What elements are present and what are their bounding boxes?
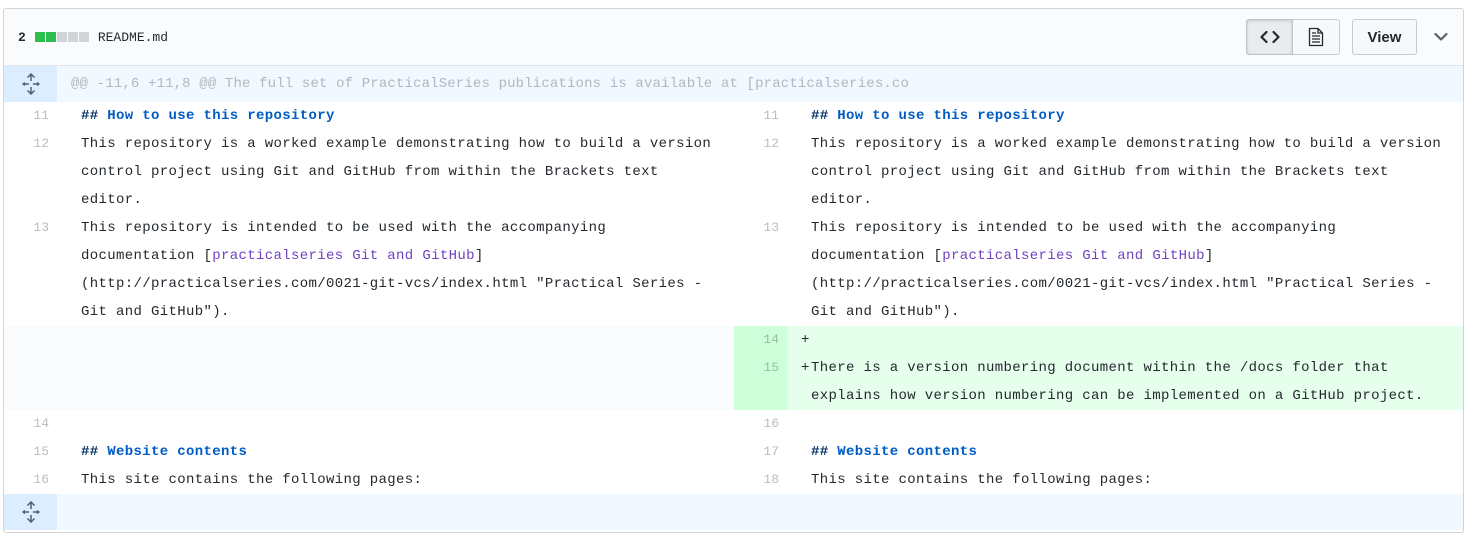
heading-text: Website contents [828,444,978,460]
diff-line: 17 ## Website contents [734,438,1463,466]
code-line: ## Website contents [57,438,734,466]
code-line [57,410,734,438]
view-toggle [1246,19,1340,55]
diff-line: 14 [4,410,734,438]
code-line: This repository is intended to be used w… [787,214,1463,326]
link-suffix-text: ](http://practicalseries.com/0021-git-vc… [81,248,712,320]
line-number[interactable]: 13 [33,220,49,235]
heading-text: Website contents [98,444,248,460]
line-number[interactable]: 18 [763,472,779,487]
code-line: ## How to use this repository [787,102,1463,130]
file-name[interactable]: README.md [97,29,169,45]
diff-line: 11 ## How to use this repository [4,102,734,130]
diff-line: 18 This site contains the following pages… [734,466,1463,494]
diff-line: 15 ## Website contents [4,438,734,466]
markdown-heading: ## How to use this repository [811,108,1065,124]
file-header: 2 README.md View [4,9,1463,66]
expand-icon [21,501,40,523]
diff-line: 15+There is a version numbering document… [734,354,1463,410]
markdown-link-text: practicalseries Git and GitHub [942,248,1205,264]
file-icon [1308,27,1324,47]
rich-diff-button[interactable] [1293,19,1340,55]
code-line [57,326,734,410]
heading-marker: ## [81,108,99,124]
diff-line: 12 This repository is a worked example de… [4,130,734,214]
line-number[interactable]: 13 [763,220,779,235]
heading-marker: ## [811,444,829,460]
code-line: This repository is a worked example demo… [787,130,1463,214]
line-number[interactable]: 15 [33,444,49,459]
link-prefix-text: This repository is intended to be used w… [81,220,615,264]
markdown-link-text: practicalseries Git and GitHub [212,248,475,264]
diffstat-block-neutral [67,32,78,42]
code-line: ## How to use this repository [57,102,734,130]
heading-marker: ## [81,444,99,460]
file-actions-dropdown[interactable] [1431,27,1451,47]
line-number[interactable] [4,326,57,410]
diff-line: 11 ## How to use this repository [734,102,1463,130]
line-text: This repository is a worked example demo… [811,136,1450,208]
diffstat-block-added [45,32,56,42]
markdown-heading: ## How to use this repository [81,108,335,124]
link-prefix-text: This repository is intended to be used w… [811,220,1345,264]
hunk-header: @@ -11,6 +11,8 @@ The full set of Practi… [4,66,1463,102]
code-line: This repository is intended to be used w… [57,214,734,326]
source-diff-button[interactable] [1246,19,1293,55]
diffstat [34,32,89,42]
diff-line: 12 This repository is a worked example de… [734,130,1463,214]
line-text: This site contains the following pages: [81,472,423,488]
line-number[interactable]: 15 [734,354,787,410]
code-line: This site contains the following pages: [787,466,1463,494]
view-file-button[interactable]: View [1352,19,1417,55]
heading-text: How to use this repository [98,108,335,124]
heading-text: How to use this repository [828,108,1065,124]
expand-up-button[interactable] [4,66,57,102]
chevron-down-icon [1434,32,1448,41]
line-number[interactable]: 14 [734,326,787,354]
diffstat-block-neutral [78,32,89,42]
code-line: This repository is a worked example demo… [57,130,734,214]
code-line: +There is a version numbering document w… [787,354,1463,410]
line-text: This repository is a worked example demo… [81,136,720,208]
expand-icon [21,73,40,95]
code-line: ## Website contents [787,438,1463,466]
markdown-heading: ## Website contents [81,444,247,460]
code-line: This site contains the following pages: [57,466,734,494]
added-text: There is a version numbering document wi… [811,360,1424,404]
diffstat-count: 2 [18,29,26,45]
line-number[interactable]: 16 [33,472,49,487]
line-number[interactable]: 11 [763,108,779,123]
markdown-heading: ## Website contents [811,444,977,460]
header-actions: View [1246,19,1451,55]
line-number[interactable]: 14 [33,416,49,431]
expand-down-button[interactable] [4,494,57,530]
diff-line: 13 This repository is intended to be used… [734,214,1463,326]
code-line [787,410,1463,438]
line-number[interactable]: 12 [33,136,49,151]
link-suffix-text: ](http://practicalseries.com/0021-git-vc… [811,248,1442,320]
hunk-text: @@ -11,6 +11,8 @@ The full set of Practi… [71,76,910,92]
diff-line: 14+ [734,326,1463,354]
heading-marker: ## [811,108,829,124]
diff-line: 16 [734,410,1463,438]
code-line: + [787,326,1463,354]
diffstat-block-added [34,32,45,42]
diffstat-block-neutral [56,32,67,42]
hunk-footer [4,494,1463,530]
line-number[interactable]: 16 [763,416,779,431]
line-number[interactable]: 17 [763,444,779,459]
diff-file: 2 README.md View [3,8,1464,533]
line-text: This site contains the following pages: [811,472,1153,488]
line-number[interactable]: 12 [763,136,779,151]
diff-line: 16 This site contains the following pages… [4,466,734,494]
code-icon [1259,30,1280,44]
diff-line [4,326,734,410]
diff-line: 13 This repository is intended to be used… [4,214,734,326]
line-number[interactable]: 11 [33,108,49,123]
